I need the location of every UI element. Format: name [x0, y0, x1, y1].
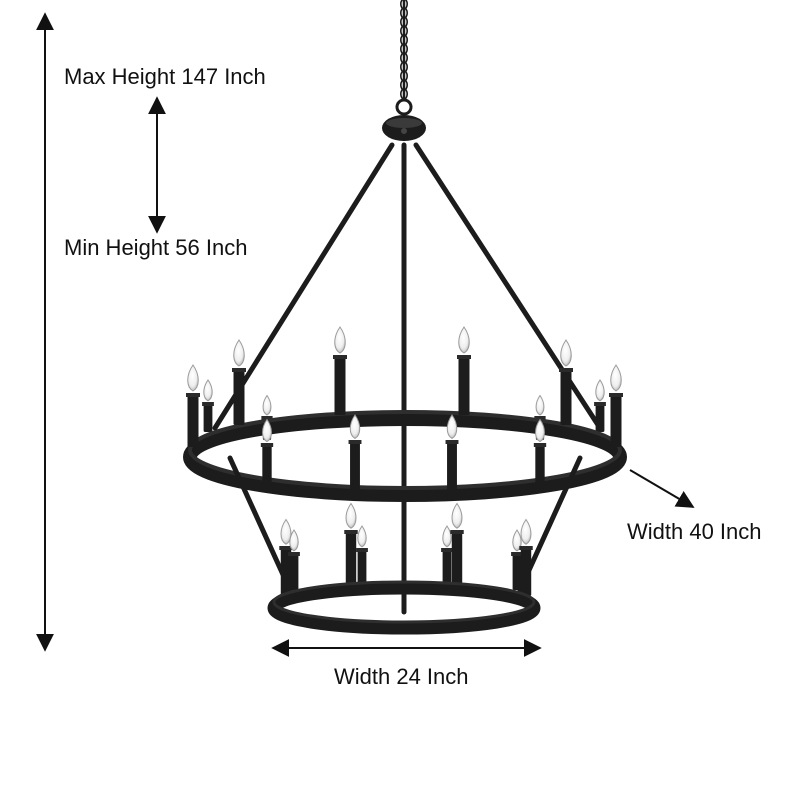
candle	[441, 525, 453, 586]
candle	[288, 529, 300, 590]
candle-bulb	[446, 414, 458, 439]
candle	[348, 414, 362, 490]
candle-bulb	[512, 529, 522, 552]
candle-bulb	[442, 525, 452, 548]
candle-bulb	[458, 326, 470, 354]
chain-link	[399, 79, 408, 91]
upper-ring	[183, 410, 627, 502]
candle-bulb	[280, 518, 292, 545]
upper-front-candles	[186, 326, 623, 490]
candle	[186, 364, 200, 447]
canopy-hub	[382, 115, 426, 141]
candle-bulb	[233, 339, 245, 367]
candle-bulb	[535, 394, 545, 416]
chain-link	[399, 25, 408, 37]
candle	[559, 339, 573, 425]
lower-ring	[267, 580, 541, 635]
candle-bulb	[334, 326, 346, 354]
chain-link	[399, 43, 408, 55]
upper-width-label: Width 40 Inch	[627, 519, 762, 544]
candle	[450, 502, 464, 590]
candle-bulb	[203, 379, 213, 402]
candle-bulb	[262, 418, 272, 443]
chain-link	[399, 61, 408, 73]
candle	[333, 326, 347, 415]
candle	[445, 414, 459, 490]
upper-width-arrow	[629, 469, 695, 508]
candle-bulb	[451, 502, 463, 529]
min-height-label: Min Height 56 Inch	[64, 235, 247, 260]
candle	[202, 379, 214, 432]
lower-width-label: Width 24 Inch	[334, 664, 469, 689]
chain-link	[399, 70, 408, 82]
candle-bulb	[345, 502, 357, 529]
candle	[533, 418, 547, 485]
chain-link	[399, 7, 408, 19]
candle	[519, 518, 533, 596]
candle	[594, 379, 606, 432]
candle-bulb	[187, 364, 199, 392]
ceiling-loop	[395, 98, 413, 116]
hanging-chain	[399, 0, 408, 100]
candle-bulb	[289, 529, 299, 552]
candle-bulb	[610, 364, 622, 392]
chain-link	[399, 16, 408, 28]
max-height-label: Max Height 147 Inch	[64, 64, 266, 89]
candle	[279, 518, 293, 596]
candle-bulb	[520, 518, 532, 545]
candle-bulb	[560, 339, 572, 367]
lower-candles	[279, 502, 533, 596]
chain-link	[399, 34, 408, 46]
candle-bulb	[349, 414, 361, 439]
chain-link	[400, 0, 408, 10]
candle	[511, 529, 523, 590]
candle	[457, 326, 471, 415]
candle-bulb	[595, 379, 605, 402]
candle	[232, 339, 246, 425]
candle	[260, 418, 274, 485]
candle	[344, 502, 358, 590]
candle-bulb	[357, 525, 367, 548]
candle	[609, 364, 623, 447]
chain-link	[399, 52, 408, 64]
candle-bulb	[535, 418, 545, 443]
candle-bulb	[262, 394, 272, 416]
candle	[356, 525, 368, 586]
